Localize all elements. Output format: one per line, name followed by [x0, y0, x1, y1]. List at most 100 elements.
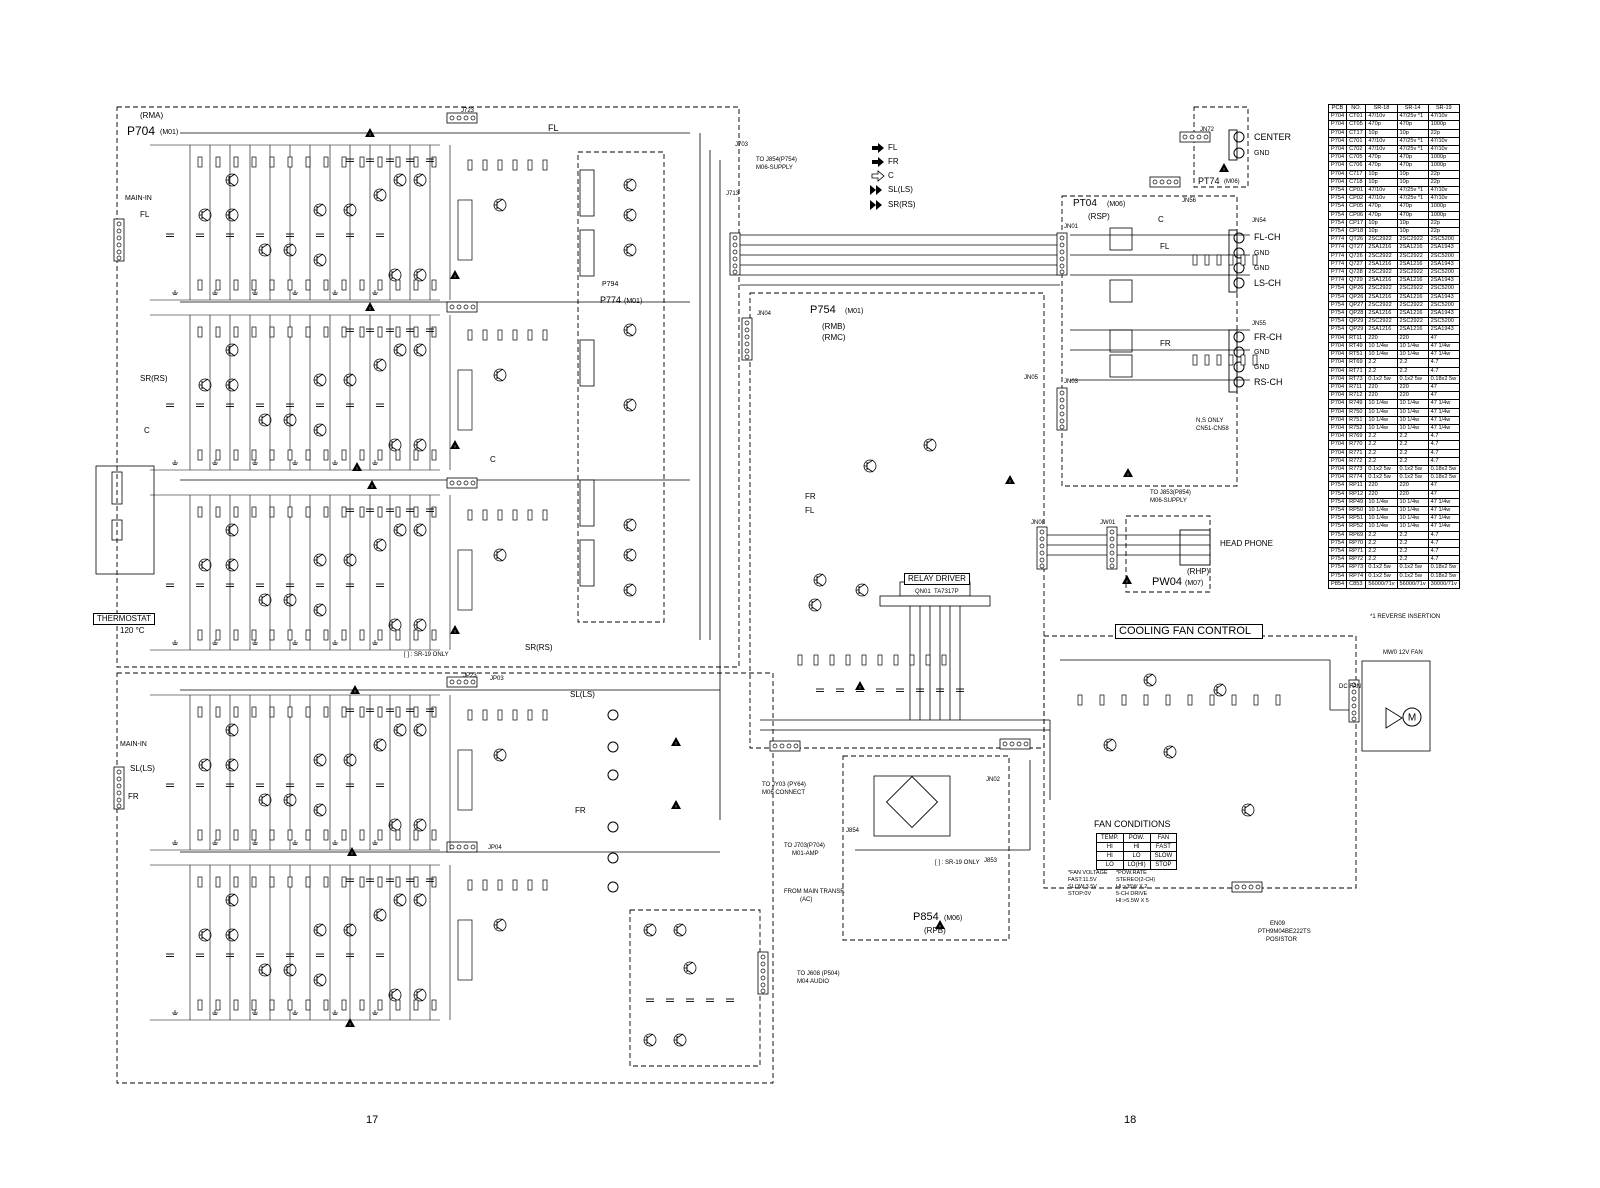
fan-table-header: TEMP.POW.FAN: [1096, 833, 1178, 843]
parts-table-cell: RP74: [1346, 571, 1367, 581]
parts-table-cell: 10p: [1396, 218, 1429, 229]
parts-table-cell: P704: [1327, 358, 1348, 368]
resistor: [1143, 694, 1149, 706]
transistor: [413, 343, 427, 357]
resistor: [1216, 254, 1222, 266]
parts-table-cell: 10 1/4w: [1396, 505, 1429, 516]
parts-table-cell: P704: [1327, 128, 1348, 138]
resistor: [341, 156, 347, 168]
parts-table-cell: 2SA1216: [1396, 325, 1429, 335]
resistor: [1165, 694, 1171, 706]
resistor: [395, 279, 401, 291]
resistor: [527, 879, 533, 891]
parts-table-cell: 470p: [1365, 153, 1398, 163]
resistor: [287, 829, 293, 841]
page-number-left: 17: [366, 1114, 379, 1126]
parts-table-cell: 56000/71v: [1365, 579, 1398, 589]
legend-fl: FL: [888, 143, 898, 152]
resistor: [269, 156, 275, 168]
parts-table-cell: 22p: [1427, 218, 1460, 229]
transistor: [225, 378, 239, 392]
parts-table-cell: P704: [1327, 448, 1348, 458]
sr-label-bus: SR(RS): [525, 643, 553, 652]
ground-symbol: [211, 459, 219, 465]
parts-table-cell: 47/10v: [1365, 194, 1398, 204]
parts-table-cell: QP26: [1346, 284, 1367, 294]
parts-table-cell: P754: [1327, 546, 1348, 557]
resistor: [215, 449, 221, 461]
resistor: [395, 156, 401, 168]
parts-table-cell: 10 1/4w: [1396, 415, 1429, 425]
resistor: [941, 654, 947, 666]
resistor: [1216, 354, 1222, 366]
legend-fr: FR: [888, 157, 899, 166]
resistor: [497, 159, 503, 171]
resistor: [413, 706, 419, 718]
parts-table-cell: 10 1/4w: [1396, 423, 1429, 434]
parts-table-cell: P754: [1327, 555, 1348, 565]
resistor: [287, 506, 293, 518]
resistor: [413, 999, 419, 1011]
parts-table-cell: 0.1x2 5w: [1365, 563, 1398, 573]
parts-table-cell: 2SA1216: [1396, 259, 1429, 270]
parts-table-cell: 2SC5200: [1427, 251, 1460, 261]
parts-table-cell: 2SC2922: [1396, 317, 1429, 327]
rma-label: (RMA): [140, 111, 164, 120]
parts-table-cell: P704: [1327, 473, 1348, 483]
parts-table-cell: 2SA1943: [1427, 292, 1460, 302]
resistor: [233, 326, 239, 338]
transistor: [313, 603, 327, 617]
parts-table-cell: 220: [1396, 391, 1429, 401]
resistor: [527, 329, 533, 341]
resistor: [377, 999, 383, 1011]
parts-table-cell: 2.2: [1365, 538, 1398, 548]
ground-symbol: [251, 459, 259, 465]
posistor-label: POSISTOR: [1266, 937, 1297, 943]
transistor: [393, 523, 407, 537]
page-number-right: 18: [1124, 1114, 1137, 1126]
parts-table-cell: 47/25v *1: [1396, 186, 1429, 196]
parts-table-cell: 470p: [1365, 161, 1398, 171]
ground-symbol: [251, 639, 259, 645]
parts-table-cell: CT05: [1346, 120, 1367, 130]
parts-table-cell: P704: [1327, 440, 1348, 450]
parts-table-cell: 0.1x2 5w: [1396, 473, 1429, 483]
resistor: [482, 329, 488, 341]
resistor: [233, 449, 239, 461]
ground-symbol: [251, 839, 259, 845]
to-j608-label: TO J608 (P504): [797, 971, 840, 977]
resistor: [413, 279, 419, 291]
fan-table-cell: LO(HI): [1122, 860, 1151, 870]
resistor: [431, 876, 437, 888]
parts-table-cell: 47/25v *1: [1396, 112, 1429, 122]
parts-table-cell: C706: [1346, 161, 1367, 171]
resistor: [527, 509, 533, 521]
parts-table-cell: 47/10v: [1427, 136, 1460, 147]
reverse-insertion-label: *1 REVERSE INSERTION: [1370, 614, 1441, 620]
parts-table-cell: P704: [1327, 456, 1348, 466]
parts-table-cell: 22p: [1427, 227, 1460, 237]
resistor: [395, 876, 401, 888]
parts-table-cell: 1000p: [1427, 120, 1460, 130]
transistor: [388, 438, 402, 452]
resistor: [431, 449, 437, 461]
transistor: [373, 188, 387, 202]
parts-table-cell: 2.2: [1365, 456, 1398, 466]
parts-table-cell: RP49: [1346, 497, 1367, 507]
parts-table-cell: 56000/71v: [1396, 579, 1429, 589]
head-phone-label: HEAD PHONE: [1220, 539, 1273, 548]
parts-table-cell: 1000p: [1427, 153, 1460, 163]
parts-table-cell: P704: [1327, 161, 1348, 171]
capacitor: [315, 783, 325, 787]
resistor: [1187, 694, 1193, 706]
fr-label-in: FR: [128, 792, 139, 801]
transistor: [258, 243, 272, 257]
parts-table-cell: 2.2: [1396, 555, 1429, 565]
